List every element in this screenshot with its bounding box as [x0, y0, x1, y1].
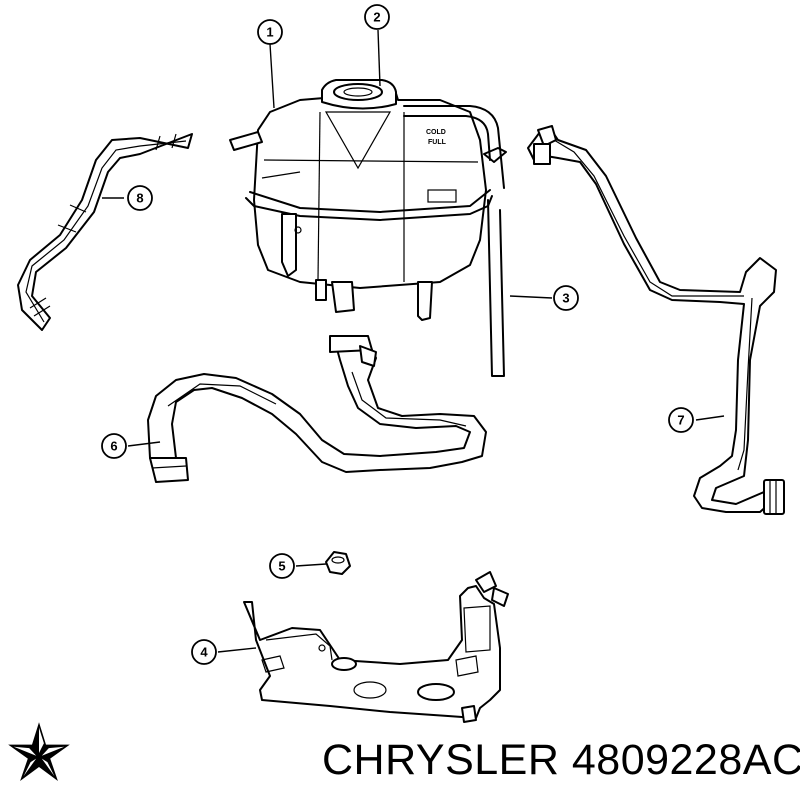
- callout-6: 6: [101, 433, 127, 459]
- hose-part-8: [17, 133, 193, 331]
- callout-2: 2: [364, 4, 390, 30]
- callout-3: 3: [553, 285, 579, 311]
- leader-lines: [102, 29, 725, 653]
- callout-8-label: 8: [136, 191, 143, 206]
- pentastar-icon: [8, 722, 70, 781]
- tube-part-3: [403, 105, 507, 377]
- tank-marking-cold: COLD: [426, 129, 446, 136]
- callout-8: 8: [127, 185, 153, 211]
- callout-7-label: 7: [677, 413, 684, 428]
- hose-part-7: [527, 125, 785, 515]
- callout-5: 5: [269, 553, 295, 579]
- callout-1-label: 1: [266, 25, 273, 40]
- callout-3-label: 3: [562, 291, 569, 306]
- nut-part-5: [325, 551, 351, 575]
- callout-4: 4: [191, 639, 217, 665]
- callout-7: 7: [668, 407, 694, 433]
- callout-5-label: 5: [278, 559, 285, 574]
- brand-name: CHRYSLER: [322, 736, 560, 784]
- callout-6-label: 6: [110, 439, 117, 454]
- part-number: 4809228AC: [571, 736, 800, 784]
- part-number-caption: CHRYSLER 4809228AC: [322, 735, 800, 785]
- callout-2-label: 2: [373, 10, 380, 25]
- bracket-part-4: [243, 571, 509, 723]
- hose-part-6: [147, 335, 487, 483]
- callout-1: 1: [257, 19, 283, 45]
- tank-marking-full: FULL: [428, 139, 447, 146]
- callout-4-label: 4: [200, 645, 208, 660]
